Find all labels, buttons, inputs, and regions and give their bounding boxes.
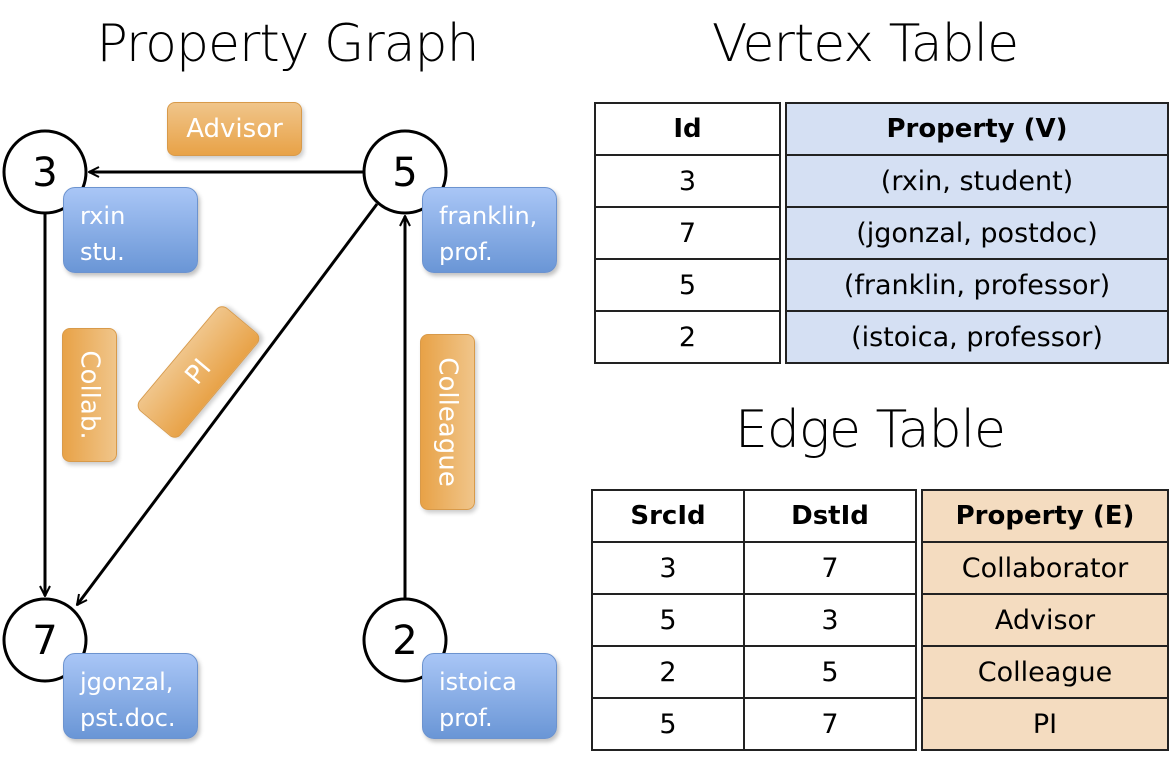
vertex-table-id: Id 3 7 5 2 xyxy=(594,102,781,364)
vertex-property-line: stu. xyxy=(80,238,125,266)
header-dstid: DstId xyxy=(743,489,917,543)
cell: (jgonzal, postdoc) xyxy=(785,206,1169,260)
edge-label-advisor: Advisor xyxy=(167,102,302,156)
svg-text:7: 7 xyxy=(32,618,57,664)
cell: 3 xyxy=(743,593,917,647)
vertex-property-2: istoica prof. xyxy=(422,653,557,739)
cell: 3 xyxy=(594,154,781,208)
header-id: Id xyxy=(594,102,781,156)
vertex-property-line: franklin, xyxy=(439,202,538,230)
vertex-property-line: pst.doc. xyxy=(80,704,176,732)
header-property-e: Property (E) xyxy=(921,489,1169,543)
vertex-property-3: rxin stu. xyxy=(63,187,198,273)
vertex-table-property: Property (V) (rxin, student) (jgonzal, p… xyxy=(785,102,1169,364)
svg-text:3: 3 xyxy=(32,150,57,196)
vertex-property-line: jgonzal, xyxy=(80,668,174,696)
cell: (istoica, professor) xyxy=(785,310,1169,364)
vertex-property-line: prof. xyxy=(439,704,493,732)
cell: 5 xyxy=(591,697,745,751)
cell: Collaborator xyxy=(921,541,1169,595)
vertex-property-line: rxin xyxy=(80,202,126,230)
cell: 7 xyxy=(594,206,781,260)
vertex-property-7: jgonzal, pst.doc. xyxy=(63,653,198,739)
cell: 2 xyxy=(591,645,745,699)
edge-label-colleague: Colleague xyxy=(420,334,475,510)
edge-table-property: Property (E) Collaborator Advisor Collea… xyxy=(921,489,1169,751)
cell: PI xyxy=(921,697,1169,751)
cell: 5 xyxy=(594,258,781,312)
cell: (rxin, student) xyxy=(785,154,1169,208)
vertex-property-line: prof. xyxy=(439,238,493,266)
cell: Advisor xyxy=(921,593,1169,647)
cell: 3 xyxy=(591,541,745,595)
cell: Colleague xyxy=(921,645,1169,699)
edge-label-collab: Collab. xyxy=(62,328,117,462)
graph-title: Property Graph xyxy=(96,14,479,74)
header-srcid: SrcId xyxy=(591,489,745,543)
cell: 5 xyxy=(591,593,745,647)
svg-text:2: 2 xyxy=(392,618,417,664)
vertex-property-line: istoica xyxy=(439,668,517,696)
cell: (franklin, professor) xyxy=(785,258,1169,312)
cell: 7 xyxy=(743,541,917,595)
cell: 5 xyxy=(743,645,917,699)
header-property-v: Property (V) xyxy=(785,102,1169,156)
cell: 7 xyxy=(743,697,917,751)
edge-table-title: Edge Table xyxy=(734,400,1006,460)
cell: 2 xyxy=(594,310,781,364)
vertex-table-title: Vertex Table xyxy=(711,14,1019,74)
vertex-property-5: franklin, prof. xyxy=(422,187,557,273)
edge-5-7 xyxy=(77,203,379,605)
property-graph: 3 5 7 2 xyxy=(2,129,448,683)
svg-text:5: 5 xyxy=(392,150,417,196)
